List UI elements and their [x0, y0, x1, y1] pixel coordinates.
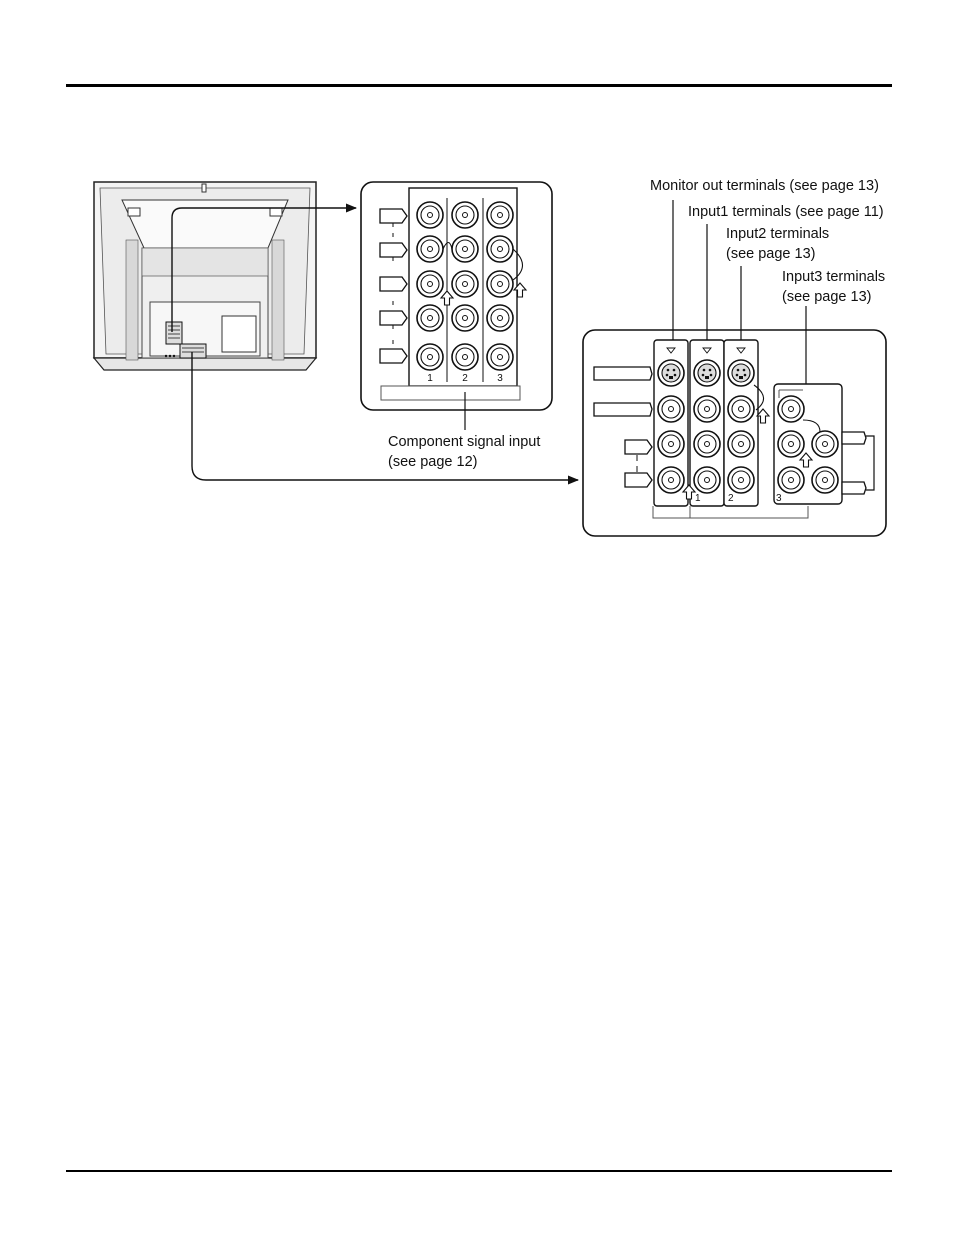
- component-jacks: [416, 201, 514, 371]
- component-col-3: 3: [497, 373, 503, 384]
- component-col-1: 1: [427, 373, 433, 384]
- component-label-line2: (see page 12): [388, 454, 478, 470]
- av-tabs: [593, 366, 875, 495]
- input2-label-line1: Input2 terminals: [726, 226, 830, 242]
- top-rule: [66, 84, 892, 87]
- bottom-rule: [66, 1170, 892, 1172]
- input2-label: Input2 terminals (see page 13): [726, 224, 829, 264]
- monitor-out-label: Monitor out terminals (see page 13): [650, 178, 879, 194]
- input1-label: Input1 terminals (see page 11): [688, 204, 884, 220]
- component-label: Component signal input (see page 12): [388, 432, 540, 472]
- input3-label-line1: Input3 terminals: [782, 269, 886, 285]
- arrow-to-component-panel: [171, 203, 358, 332]
- av-col-2: 2: [728, 493, 734, 504]
- component-label-line1: Component signal input: [388, 434, 541, 450]
- input2-label-line2: (see page 13): [726, 246, 816, 262]
- av-terminal-panel: 1 2 3: [582, 329, 887, 537]
- arrow-to-av-panel: [191, 352, 580, 485]
- av-col-1: 1: [695, 493, 701, 504]
- component-tabs: [379, 208, 408, 364]
- tv-rear-illustration: [92, 181, 318, 371]
- av-col-3: 3: [776, 493, 782, 504]
- input3-label-line2: (see page 13): [782, 289, 872, 305]
- component-col-2: 2: [462, 373, 468, 384]
- av-triangles: [666, 347, 746, 354]
- input3-label: Input3 terminals (see page 13): [782, 267, 885, 307]
- component-input-panel: 1 2 3: [360, 181, 553, 411]
- connection-diagram: 1 2 3: [92, 181, 887, 537]
